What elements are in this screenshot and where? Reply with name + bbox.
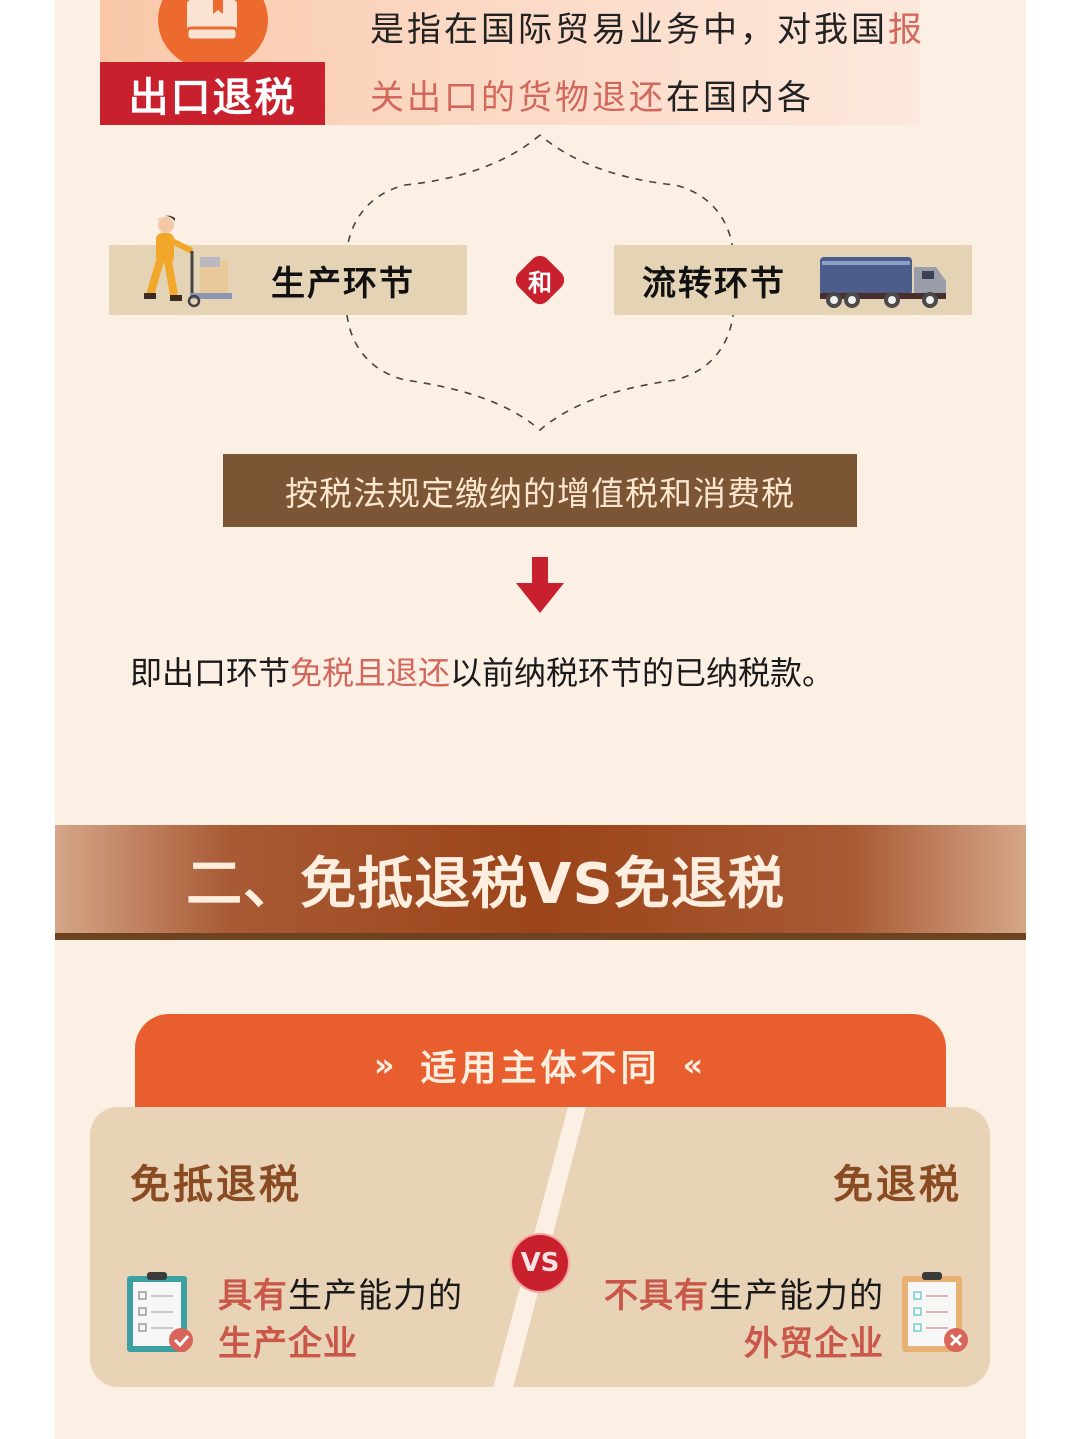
down-arrow-icon	[516, 557, 564, 613]
comparison-tab-label: » 适用主体不同 «	[373, 1046, 708, 1089]
production-stage-box: 生产环节	[109, 215, 467, 315]
section-2-header-band	[55, 825, 1026, 933]
book-icon	[185, 0, 239, 42]
right-column-desc-line-1: 不具有生产能力的	[604, 1276, 884, 1316]
circulation-stage-label: 流转环节	[642, 263, 786, 304]
vs-badge: VS	[512, 1235, 568, 1291]
and-connector-badge: 和	[511, 251, 569, 309]
intro-text-line-1: 是指在国际贸易业务中，对我国报	[370, 10, 925, 50]
left-column-desc-line-1: 具有生产能力的	[218, 1276, 463, 1316]
production-stage-label: 生产环节	[271, 263, 415, 304]
tax-description-bar: 按税法规定缴纳的增值税和消费税	[223, 454, 857, 527]
left-column-title: 免抵退税	[130, 1162, 302, 1208]
section-2-header-rule	[55, 933, 1026, 940]
worker-with-cart-icon	[144, 215, 232, 308]
dashed-frame	[346, 134, 734, 432]
clipboard-cross-icon	[902, 1272, 968, 1352]
chevron-left-double-icon: «	[682, 1046, 708, 1084]
right-column-desc-line-2: 外贸企业	[744, 1324, 884, 1364]
circulation-stage-box: 流转环节	[614, 245, 972, 315]
section-2-title: 二、免抵退税VS免退税	[186, 851, 785, 917]
left-column-desc-line-2: 生产企业	[218, 1324, 358, 1364]
export-tax-refund-badge: 出口退税	[100, 62, 325, 125]
clipboard-check-icon	[127, 1272, 193, 1352]
chevron-right-double-icon: »	[373, 1046, 399, 1084]
conclusion-text: 即出口环节免税且退还以前纳税环节的已纳税款。	[130, 654, 835, 692]
intro-text-line-2: 关出口的货物退还在国内各	[370, 78, 814, 118]
right-column-title: 免退税	[833, 1162, 962, 1208]
truck-icon	[820, 257, 946, 308]
